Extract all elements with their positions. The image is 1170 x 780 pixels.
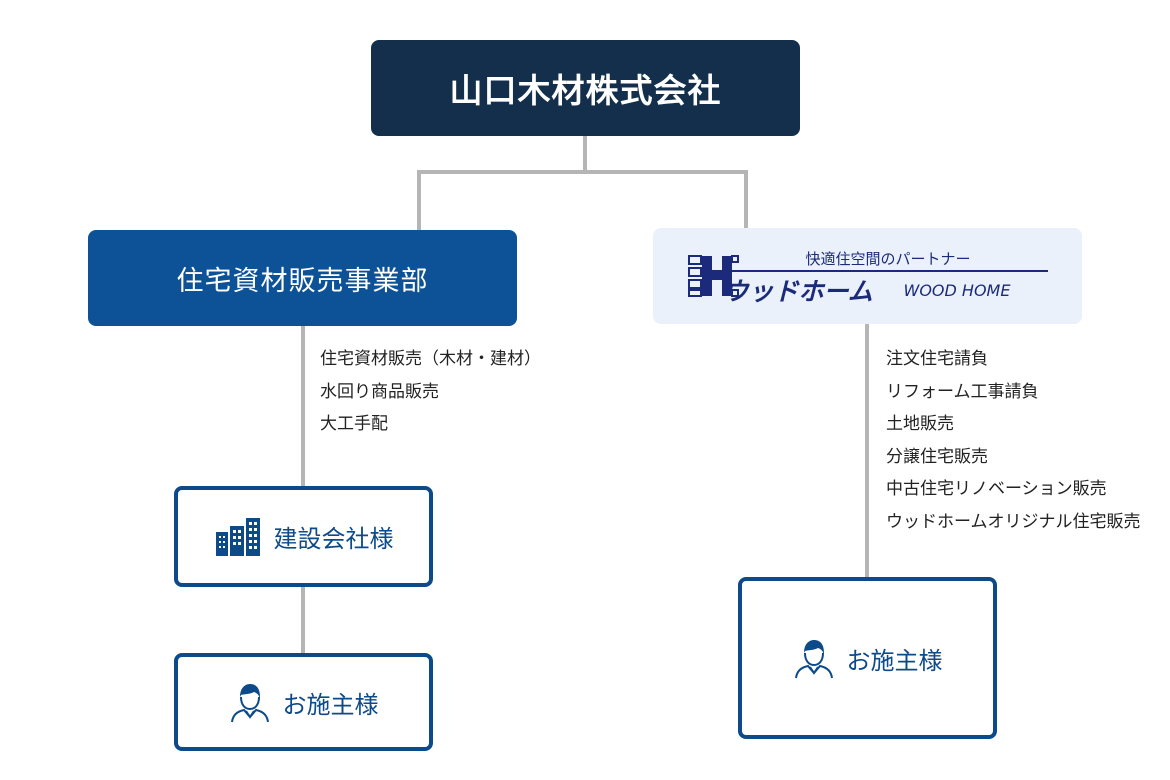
list-item: 中古住宅リノベーション販売 [886,479,1107,499]
wood-home-logo-mark-icon [687,255,739,297]
brand-services-list: 注文住宅請負 リフォーム工事請負 土地販売 分譲住宅販売 中古住宅リノベーション… [886,343,1141,538]
list-item: 住宅資材販売（木材・建材） [320,349,541,369]
construction-company-label: 建設会社様 [273,525,394,553]
brand-logo-box: 快適住空間のパートナー ウッドホーム WOOD HOME [653,228,1082,324]
brand-rule [717,270,1048,272]
owner-box-right: お施主様 [738,577,997,739]
brand-tagline: 快適住空間のパートナー [805,250,971,268]
list-item: 水回り商品販売 [320,381,439,402]
department-name: 住宅資材販売事業部 [176,265,429,297]
list-item: リフォーム工事請負 [886,381,1039,402]
list-item: 分譲住宅販売 [886,446,988,467]
department-services-list: 住宅資材販売（木材・建材） 水回り商品販売 大工手配 [320,343,541,441]
building-icon [214,517,262,556]
list-item: 土地販売 [886,414,954,434]
person-icon [793,637,835,679]
connector-left-drop [417,170,421,230]
company-name: 山口木材株式会社 [449,71,722,110]
connector-construction-to-owner [301,585,305,654]
owner-box-left: お施主様 [174,653,433,751]
connector-right-drop [744,170,748,228]
company-box: 山口木材株式会社 [371,40,800,136]
owner-label-left: お施主様 [282,690,379,719]
connector-brand-to-owner [865,324,869,579]
owner-label-right: お施主様 [846,646,943,675]
list-item: 大工手配 [320,414,388,434]
list-item: ウッドホームオリジナル住宅販売 [886,511,1141,532]
brand-name-en: WOOD HOME [903,281,1011,300]
brand-logo: 快適住空間のパートナー ウッドホーム WOOD HOME [687,248,1048,306]
connector-horizontal [417,170,748,174]
connector-top-vertical [583,136,587,172]
connector-dept-to-construction [301,326,305,487]
list-item: 注文住宅請負 [886,349,988,369]
brand-name-kana: ウッドホーム [723,277,873,306]
person-icon [229,681,271,723]
construction-company-box: 建設会社様 [174,486,433,587]
department-box: 住宅資材販売事業部 [88,230,517,326]
